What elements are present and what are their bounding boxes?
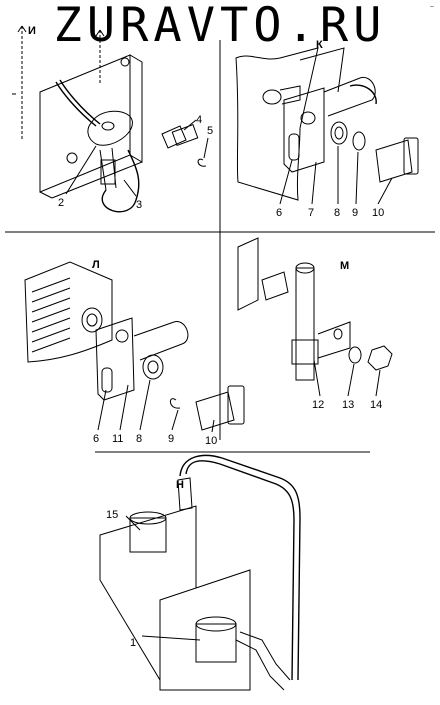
- callout-6-top: 6: [276, 207, 282, 219]
- view-n-assembly: [99, 454, 301, 691]
- callout-5: 5: [207, 125, 213, 137]
- callout-13: 13: [342, 399, 354, 411]
- callout-6-middle: 6: [93, 433, 99, 445]
- callout-1: 1: [130, 637, 136, 649]
- view-k-assembly: [235, 47, 419, 201]
- leader-lines: [65, 119, 393, 641]
- callout-8-middle: 8: [136, 433, 142, 445]
- callout-2: 2: [58, 197, 64, 209]
- callout-10-middle: 10: [205, 435, 217, 447]
- callout-9-top: 9: [352, 207, 358, 219]
- callout-3: 3: [136, 199, 142, 211]
- callout-7: 7: [308, 207, 314, 219]
- site-watermark: ZURAVTO.RU: [53, 0, 387, 53]
- view-i-assembly: [12, 25, 207, 213]
- callout-12: 12: [312, 399, 324, 411]
- view-m-assembly: [237, 237, 393, 381]
- callout-14: 14: [370, 399, 382, 411]
- view-label-l: Л: [92, 259, 100, 271]
- callout-9-middle: 9: [168, 433, 174, 445]
- callout-8-top: 8: [334, 207, 340, 219]
- panel-dividers: [5, 40, 435, 453]
- view-label-i: И: [28, 25, 36, 37]
- view-label-m: М: [340, 260, 349, 272]
- callout-4: 4: [196, 114, 202, 126]
- view-label-k: К: [316, 39, 323, 51]
- callout-11: 11: [112, 433, 123, 445]
- corner-mark: ~: [429, 4, 434, 11]
- callout-10-top: 10: [372, 207, 384, 219]
- view-label-n: Н: [176, 479, 184, 491]
- view-l-assembly: [24, 261, 245, 431]
- callout-15: 15: [106, 509, 118, 521]
